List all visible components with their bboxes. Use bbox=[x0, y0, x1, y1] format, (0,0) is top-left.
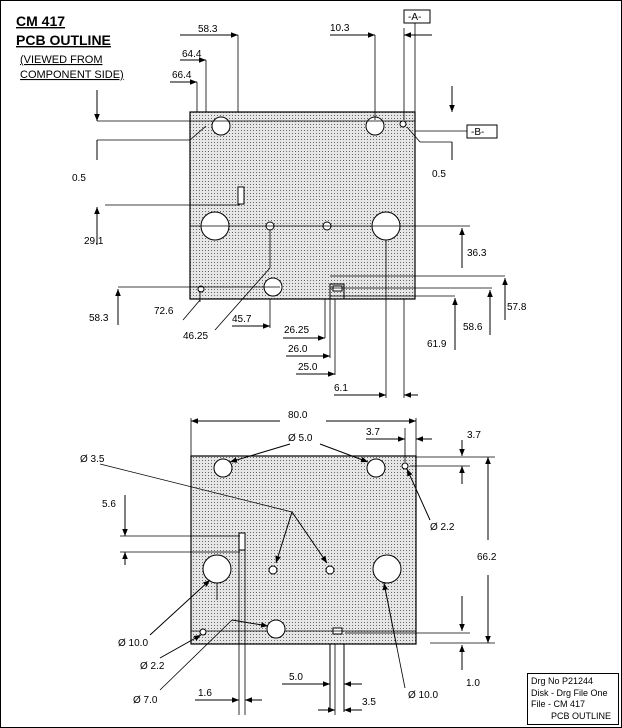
dim-10-3: 10.3 bbox=[330, 23, 350, 34]
bottom-hole-3mm-a bbox=[268, 565, 278, 575]
title-block-drawing-number: Drg No P21244 bbox=[531, 676, 594, 686]
title-block-disk: Disk - Drg File One bbox=[531, 687, 608, 698]
dim-61-9: 61.9 bbox=[427, 339, 447, 350]
title-block-file: File - CM 417 bbox=[531, 699, 586, 709]
dim-dia-10-0-left: Ø 10.0 bbox=[118, 638, 148, 649]
dim-72-6: 72.6 bbox=[154, 306, 174, 317]
top-view: 58.3 64.4 66.4 10.3 -A- -B- 0.5 0.5 29.1… bbox=[72, 9, 527, 398]
bottom-hole-2mm-left bbox=[199, 628, 207, 636]
bottom-hole-5mm-left bbox=[213, 458, 233, 478]
dim-3-7-b: 3.7 bbox=[467, 430, 481, 441]
top-connector-notch bbox=[329, 283, 345, 299]
dim-26-0: 26.0 bbox=[288, 344, 308, 355]
dim-1-6: 1.6 bbox=[198, 688, 212, 699]
title-block-name: PCB OUTLINE bbox=[551, 710, 612, 721]
title-block: Drg No P21244 Disk - Drg File One File -… bbox=[527, 673, 619, 725]
dim-64-4: 64.4 bbox=[182, 49, 202, 60]
top-slot bbox=[237, 186, 245, 205]
dim-57-8: 57.8 bbox=[507, 302, 527, 313]
dim-3-5: 3.5 bbox=[362, 697, 376, 708]
bottom-hole-10mm-left bbox=[202, 554, 232, 584]
bottom-hole-3mm-b bbox=[325, 565, 335, 575]
dim-5-6: 5.6 bbox=[102, 499, 116, 510]
bottom-hole-7mm bbox=[266, 619, 286, 639]
top-hole-2mm-left bbox=[197, 285, 205, 293]
dim-1-0: 1.0 bbox=[466, 678, 480, 689]
dim-66-4: 66.4 bbox=[172, 70, 192, 81]
top-hole-2mm-right bbox=[399, 120, 407, 128]
dim-58-6: 58.6 bbox=[463, 322, 483, 333]
datum-b: -B- bbox=[471, 127, 484, 138]
title-note1: (VIEWED FROM bbox=[20, 54, 103, 66]
dim-58-3-left: 58.3 bbox=[89, 313, 109, 324]
top-hole-5mm-left bbox=[211, 116, 231, 136]
dim-25-0: 25.0 bbox=[298, 362, 318, 373]
dim-dia-5-0: Ø 5.0 bbox=[288, 433, 313, 444]
dim-29-1: 29.1 bbox=[84, 236, 104, 247]
top-connector-slot bbox=[332, 285, 343, 292]
title-note2: COMPONENT SIDE) bbox=[20, 69, 124, 81]
bottom-hole-2mm-right bbox=[401, 462, 409, 470]
dim-46-25: 46.25 bbox=[183, 331, 208, 342]
dim-6-1: 6.1 bbox=[334, 383, 348, 394]
dim-36-3: 36.3 bbox=[467, 248, 487, 259]
dim-0-5-right: 0.5 bbox=[432, 169, 446, 180]
dim-dia-2-2-left: Ø 2.2 bbox=[140, 661, 165, 672]
bottom-connector-tab bbox=[329, 644, 345, 712]
datum-b-box bbox=[466, 124, 498, 139]
title-line2: PCB OUTLINE bbox=[16, 32, 111, 48]
dim-dia-2-2-right: Ø 2.2 bbox=[430, 522, 455, 533]
dim-45-7: 45.7 bbox=[232, 314, 252, 325]
dim-5-0: 5.0 bbox=[289, 672, 303, 683]
dim-58-3-top: 58.3 bbox=[198, 24, 218, 35]
bottom-slot bbox=[238, 532, 246, 551]
title-line1: CM 417 bbox=[16, 13, 65, 29]
bottom-board-outline bbox=[190, 455, 417, 645]
dim-3-7-a: 3.7 bbox=[366, 427, 380, 438]
bottom-view: 80.0 Ø 5.0 3.7 3.7 Ø 3.5 5.6 Ø 2.2 bbox=[80, 410, 497, 715]
datum-a-box bbox=[403, 9, 431, 24]
dim-dia-3-5: Ø 3.5 bbox=[80, 454, 105, 465]
dim-80-0: 80.0 bbox=[288, 410, 308, 421]
top-board-outline bbox=[189, 111, 416, 300]
bottom-hole-10mm-right bbox=[372, 554, 402, 584]
dim-dia-7-0: Ø 7.0 bbox=[133, 695, 158, 706]
dim-dia-10-0-right: Ø 10.0 bbox=[408, 690, 438, 701]
bottom-hole-5mm-right bbox=[366, 458, 386, 478]
dim-0-5-left: 0.5 bbox=[72, 173, 86, 184]
dim-66-2: 66.2 bbox=[477, 552, 497, 563]
dim-26-25: 26.25 bbox=[284, 325, 309, 336]
datum-a: -A- bbox=[408, 12, 421, 23]
